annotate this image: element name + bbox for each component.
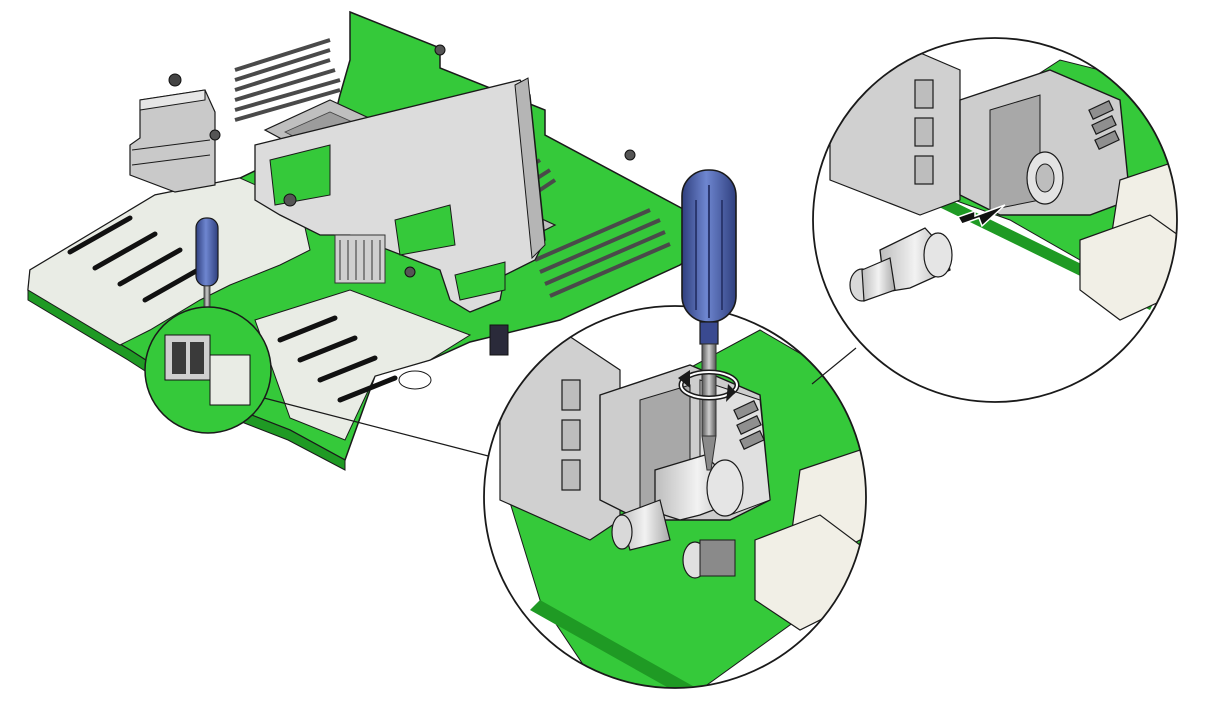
rotate-cw-icon [678,369,740,402]
board-standoff [682,539,736,579]
pcie-slots-left [67,215,208,303]
dimm-bank-right-lower [534,208,671,298]
pcie-slots-middle [277,315,398,403]
callout-circle-step-2 [811,37,1178,403]
io-backplane-area [27,177,311,346]
air-baffle-bracket [254,77,546,313]
arrow-left-icon [956,204,1006,228]
standoffs [209,44,636,278]
power-bracket [129,73,216,193]
dimm-bank-top [234,38,341,122]
heatsink [334,234,386,284]
connector-black [489,324,509,356]
removed-standoff [849,227,953,302]
standoff-post [611,454,744,551]
callout-circle-small [144,306,497,459]
board-cutout [398,370,432,390]
callout-circle-step-1 [483,305,867,689]
screwdriver-large [681,169,737,471]
